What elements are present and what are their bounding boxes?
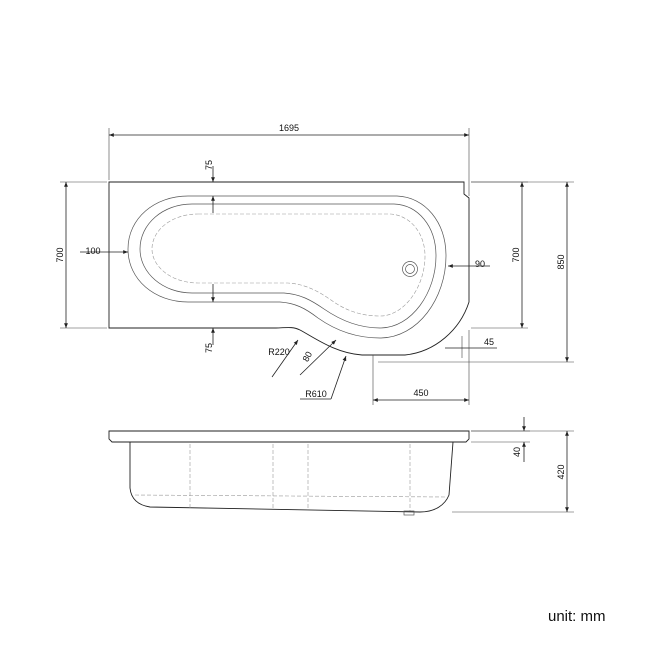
dim-label-420: 420 [556,464,566,479]
leader-r610 [330,355,347,400]
dim-label-450: 450 [413,388,428,398]
dim-label-100: 100 [85,246,100,256]
plan-basin-floor [139,203,437,329]
side-floor-line [134,494,446,498]
waste-outlet [403,510,415,516]
plan-inner-rim [127,195,447,339]
dim-label-75-bottom: 75 [204,343,214,353]
dim-label-75-top: 75 [204,160,214,170]
dim-label-45: 45 [484,337,494,347]
leader-80 [299,339,337,376]
dim-label-850: 850 [556,254,566,269]
dim-label-90: 90 [475,259,485,269]
drain-outer-circle [402,261,418,277]
plan-view: 1695 75 75 100 90 700 700 850 45 [55,123,574,405]
plan-outer-outline [108,181,470,356]
side-rim-lip [108,430,470,443]
leader-r220 [271,339,299,378]
dim-label-80: 80 [301,350,315,364]
drain-inner-circle [405,264,415,274]
dim-label-700-right: 700 [511,247,521,262]
dim-label-r610: R610 [305,389,327,399]
side-elevation-view: 40 420 [108,417,574,516]
dim-label-700-left: 700 [55,247,65,262]
plan-dashed-floor [151,213,426,317]
dim-label-r220: R220 [268,347,290,357]
dim-label-1695: 1695 [279,123,299,133]
side-body [129,441,454,513]
dim-label-40: 40 [512,447,522,457]
unit-label: unit: mm [548,608,606,625]
